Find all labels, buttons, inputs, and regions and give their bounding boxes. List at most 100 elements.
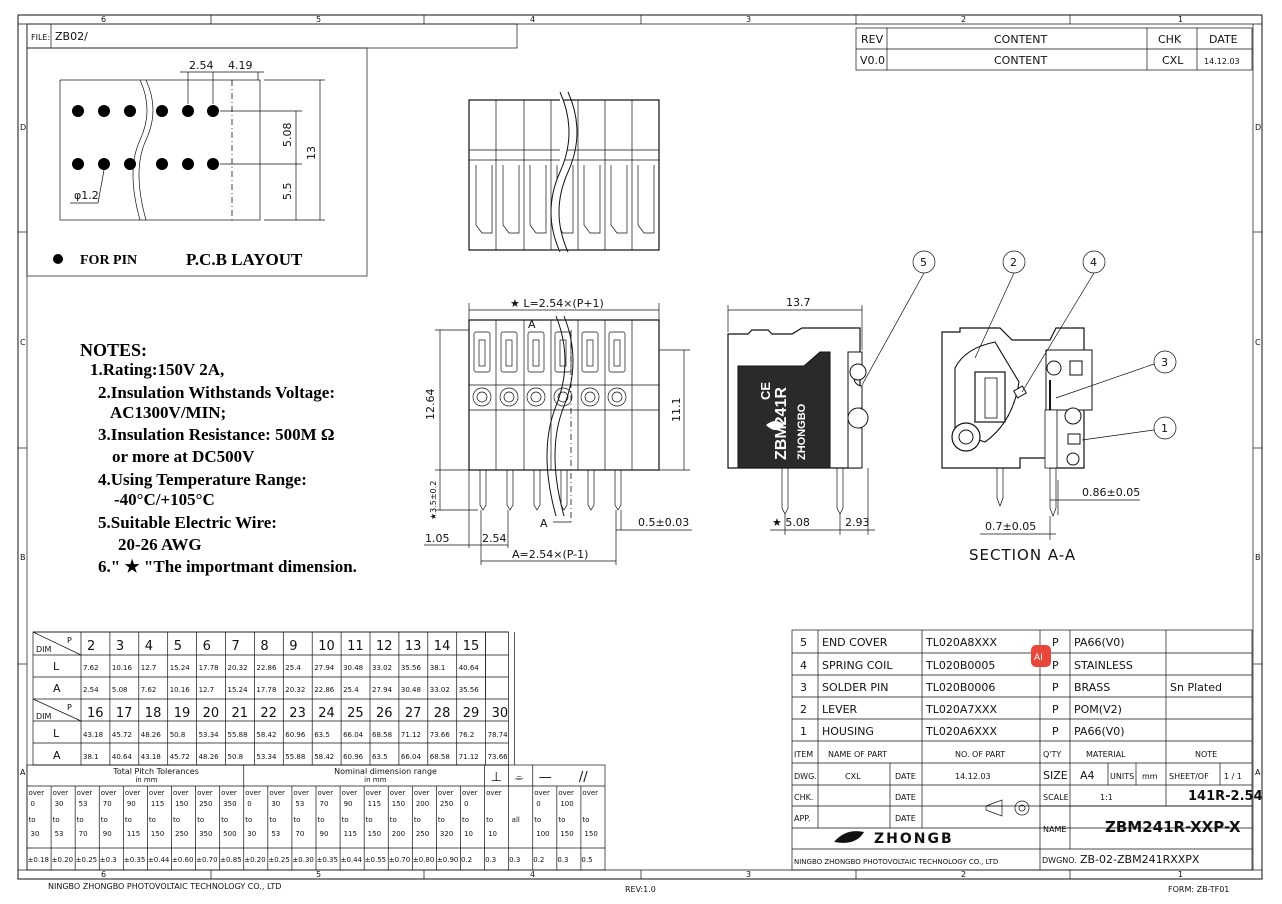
tol-value: ±0.44 xyxy=(148,856,170,864)
a-value: 2.54 xyxy=(83,686,99,694)
a-value: 10.16 xyxy=(170,686,191,694)
pin-count: 17 xyxy=(116,706,133,721)
a-value: 66.04 xyxy=(401,753,422,761)
tol-over: over xyxy=(293,789,309,797)
note-line-4: 3.Insulation Resistance: 500M Ω xyxy=(98,425,335,444)
bom-material: POM(V2) xyxy=(1074,703,1122,716)
a-value: 15.24 xyxy=(228,686,249,694)
tol-to-value: 53 xyxy=(271,830,280,838)
tol-to: to xyxy=(149,816,156,824)
bom-sheet-label: SHEET/OF xyxy=(1169,772,1209,781)
bom-item: 3 xyxy=(800,681,807,694)
tol-over: over xyxy=(390,789,406,797)
pin-count: 25 xyxy=(347,706,364,721)
a-value: 45.72 xyxy=(170,753,190,761)
tol-from: 350 xyxy=(223,800,236,808)
pin-count: 11 xyxy=(347,639,364,654)
tol-from: 250 xyxy=(440,800,453,808)
symmetry-symbol: ⌯ xyxy=(515,771,524,784)
pin-count: 8 xyxy=(260,639,268,654)
bom-border xyxy=(791,629,1253,871)
tol-all: all xyxy=(512,816,520,824)
bom-qty: P xyxy=(1052,725,1059,738)
row-label-L-1: L xyxy=(53,660,60,673)
parallelism-symbol: // xyxy=(579,770,588,785)
a-value: 30.48 xyxy=(401,686,421,694)
pcb-legend: FOR PIN xyxy=(80,253,137,268)
tol-over: over xyxy=(245,789,261,797)
footer-company: NINGBO ZHONGBO PHOTOVOLTAIC TECHNOLOGY C… xyxy=(48,882,281,891)
side-dim-293: 2.93 xyxy=(845,516,870,529)
bom-name: END COVER xyxy=(822,636,888,649)
bom-item: 4 xyxy=(800,659,807,672)
tol-to: to xyxy=(414,816,421,824)
a-value: 27.94 xyxy=(372,686,393,694)
bom-material: STAINLESS xyxy=(1074,659,1133,672)
side-view: ZBM241R ZHONGBO CE 13.7 ★ 5.08 2.93 xyxy=(727,296,875,535)
footer-form: FORM: ZB-TF01 xyxy=(1168,885,1229,894)
bom-name: SPRING COIL xyxy=(822,659,893,672)
note-line-8: 5.Suitable Electric Wire: xyxy=(98,513,277,532)
bom-part-no: TL020A6XXX xyxy=(925,725,997,738)
bom-part-no: TL020B0006 xyxy=(925,681,995,694)
tol-value: ±0.18 xyxy=(28,856,49,864)
tol-to: to xyxy=(245,816,252,824)
length-value: 20.32 xyxy=(228,664,248,672)
front-section-mark-bottom: A xyxy=(540,517,548,530)
tol-value: 0.3 xyxy=(509,856,520,864)
tol-over: over xyxy=(366,789,382,797)
length-value: 45.72 xyxy=(112,731,132,739)
tol-value: 0.3 xyxy=(485,856,496,864)
a-value: 48.26 xyxy=(199,753,220,761)
bom-scale-value: 1:1 xyxy=(1100,793,1113,802)
bom-material: BRASS xyxy=(1074,681,1110,694)
tol-to-value: 100 xyxy=(536,830,549,838)
front-dim-35: ★3.5±0.2 xyxy=(429,481,438,520)
tol-to: to xyxy=(29,816,36,824)
tol-value: ±0.80 xyxy=(413,856,434,864)
bom-dwg-date: 14.12.03 xyxy=(955,772,991,781)
tol-value: ±0.25 xyxy=(268,856,289,864)
a-value: 68.58 xyxy=(430,753,450,761)
callout-5: 5 xyxy=(920,256,927,269)
pin-count: 10 xyxy=(318,639,335,654)
length-value: 40.64 xyxy=(459,664,480,672)
projection-inner-circle-icon xyxy=(1018,804,1026,812)
front-dim-A: A=2.54×(P-1) xyxy=(512,548,588,561)
note-line-9: 20-26 AWG xyxy=(118,535,202,554)
pcb-dim-row: 5.08 xyxy=(281,123,294,148)
a-value: 60.96 xyxy=(343,753,364,761)
tol-to-value: 90 xyxy=(103,830,112,838)
tol-value: 0.3 xyxy=(557,856,568,864)
row-label-A-1: A xyxy=(53,682,61,695)
bom-item: 1 xyxy=(800,725,807,738)
pin-count: 2 xyxy=(87,639,95,654)
tol-over: over xyxy=(462,789,478,797)
tol-over: over xyxy=(173,789,189,797)
tol-from: 0 xyxy=(247,800,251,808)
tol-to-value: 150 xyxy=(368,830,381,838)
bom-name: HOUSING xyxy=(822,725,874,738)
zone-bottom-1: 1 xyxy=(1178,870,1183,879)
length-value: 7.62 xyxy=(83,664,99,672)
zone-bottom-5: 5 xyxy=(316,870,321,879)
pin-count: 14 xyxy=(434,639,451,654)
bom-header-material: MATERIAL xyxy=(1086,750,1126,759)
tol-from: 115 xyxy=(368,800,381,808)
tol-to: to xyxy=(101,816,108,824)
zone-left-A: A xyxy=(20,768,26,777)
bom-item: 5 xyxy=(800,636,807,649)
callout-3: 3 xyxy=(1161,356,1168,369)
pin-count: 30 xyxy=(492,706,509,721)
corner-diagonal xyxy=(32,631,82,656)
tol-value: ±0.70 xyxy=(196,856,217,864)
top-view xyxy=(468,91,660,253)
pin-count: 19 xyxy=(174,706,191,721)
pcb-layout: 2.54 4.19 5.08 5.5 13 φ1.2 FOR PIN P.C.B… xyxy=(26,47,368,277)
tol-over: over xyxy=(414,789,430,797)
side-dim-508: ★ 5.08 xyxy=(772,516,810,529)
a-value: 20.32 xyxy=(285,686,305,694)
tol-from: 53 xyxy=(295,800,304,808)
tol-from: 115 xyxy=(151,800,164,808)
pin-count: 27 xyxy=(405,706,422,721)
